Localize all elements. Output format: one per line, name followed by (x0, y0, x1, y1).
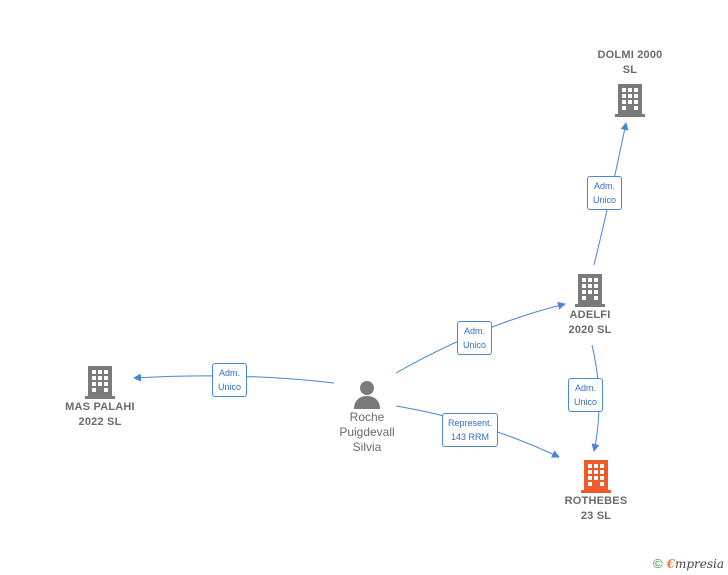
node-label: ROTHEBES 23 SL (564, 495, 628, 522)
building-icon (615, 84, 645, 117)
brand-logo: €mpresia (667, 557, 724, 571)
node-label: Roche Puigdevall Silvia (339, 410, 395, 454)
person-icon (354, 381, 380, 409)
footer-credit: © €mpresia (653, 556, 724, 571)
node-label: MAS PALAHI 2022 SL (65, 401, 135, 428)
node-adelfi-2020-sl[interactable]: ADELFI 2020 SL (548, 272, 632, 338)
building-icon (581, 460, 611, 493)
node-person-roche-puigdevall-silvia[interactable]: Roche Puigdevall Silvia (324, 378, 410, 455)
brand-initial: € (666, 556, 675, 571)
brand-name: mpresia (674, 556, 724, 571)
edge-label-adelfi-dolmi: Adm. Unico (587, 176, 623, 210)
copyright-icon: © (652, 556, 663, 571)
edge-label-person-adelfi: Adm. Unico (457, 321, 493, 355)
node-label: DOLMI 2000 SL (597, 49, 663, 76)
building-icon (85, 366, 115, 399)
node-dolmi-2000-sl[interactable]: DOLMI 2000 SL (580, 48, 680, 118)
building-icon (575, 274, 605, 307)
edge-label-person-mas-palahi: Adm. Unico (212, 363, 248, 397)
node-mas-palahi-2022-sl[interactable]: MAS PALAHI 2022 SL (52, 364, 148, 430)
edge-label-adelfi-rothebes: Adm. Unico (568, 378, 604, 412)
node-label: ADELFI 2020 SL (568, 309, 612, 336)
node-rothebes-23-sl[interactable]: ROTHEBES 23 SL (552, 458, 640, 524)
edge-label-person-rothebes: Represent. 143 RRM (442, 413, 499, 447)
